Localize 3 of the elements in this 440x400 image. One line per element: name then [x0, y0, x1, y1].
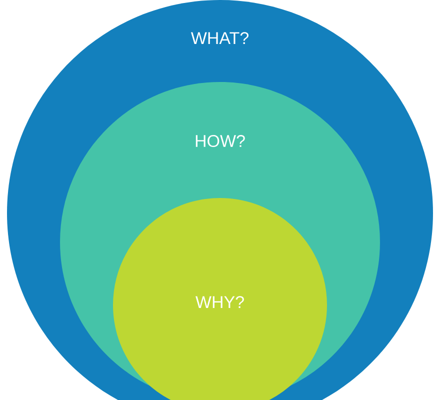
circle-label: WHY?: [196, 296, 244, 308]
circle-label: HOW?: [196, 134, 245, 148]
circle-label: WHAT?: [190, 32, 248, 44]
